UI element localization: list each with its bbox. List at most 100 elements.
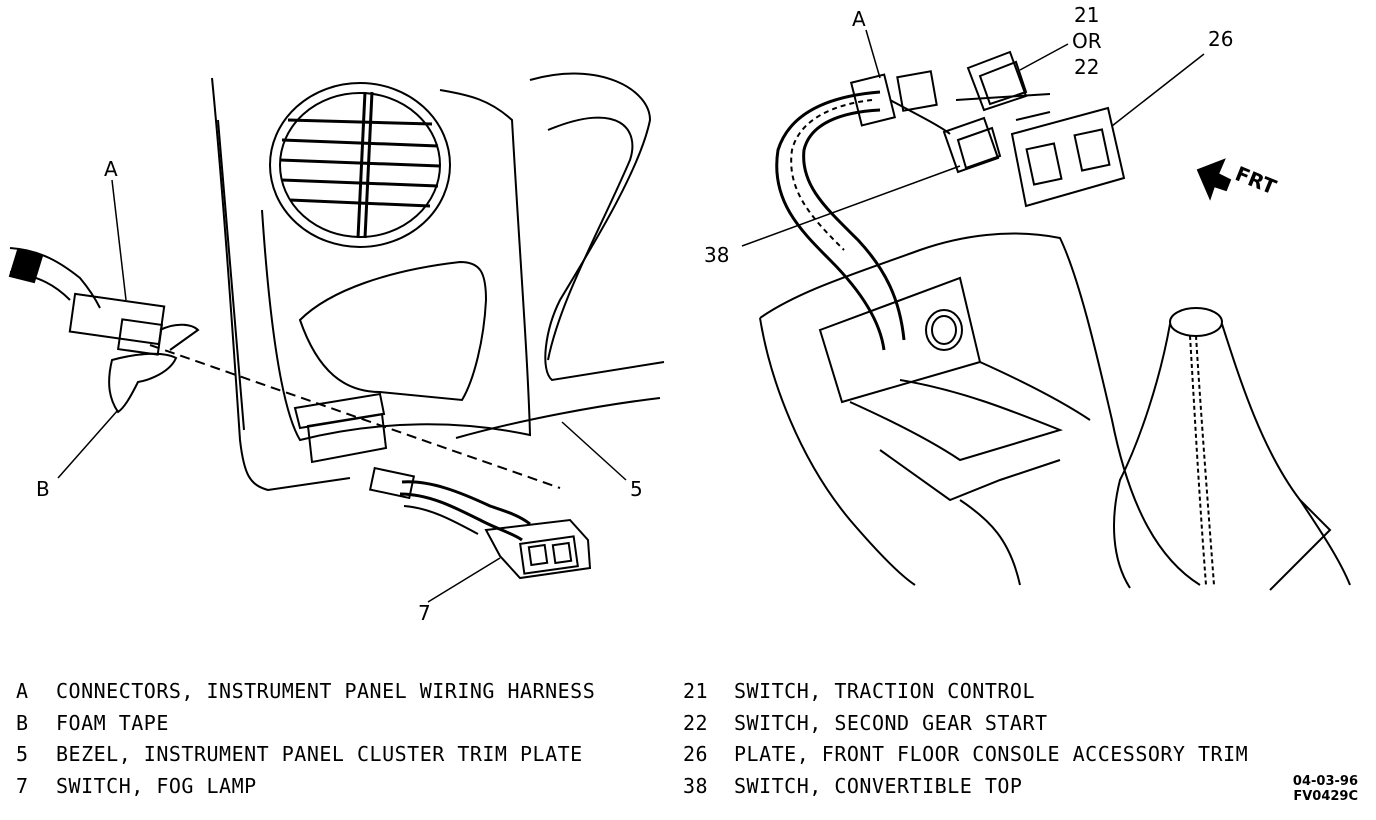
- legend-right: 21 SWITCH, TRACTION CONTROL 22 SWITCH, SEC…: [683, 676, 1248, 802]
- harness-left: [10, 248, 100, 308]
- instrument-panel-illustration: [10, 74, 664, 602]
- trim-plate-slot-2: [1075, 129, 1110, 170]
- legend-key: A: [16, 679, 29, 703]
- alignment-line-left: [150, 345, 560, 488]
- legend-key: 7: [16, 773, 29, 798]
- callout-right-or: OR: [1072, 29, 1102, 53]
- console-harness-2: [804, 110, 904, 340]
- console-top-surface: [820, 278, 980, 402]
- callout-left-a: A: [104, 157, 118, 181]
- trim-plate-tab: [1016, 112, 1050, 120]
- bezel-right-sweep: [530, 74, 664, 380]
- front-arrow-icon: [1198, 160, 1230, 198]
- legend-text: CONNECTORS, INSTRUMENT PANEL WIRING HARN…: [56, 679, 596, 703]
- legend-item: A CONNECTORS, INSTRUMENT PANEL WIRING HAR…: [16, 676, 595, 708]
- shift-boot-top: [1170, 308, 1222, 336]
- legend-text: PLATE, FRONT FLOOR CONSOLE ACCESSORY TRI…: [734, 742, 1249, 766]
- legend-item: 5 BEZEL, INSTRUMENT PANEL CLUSTER TRIM PL…: [16, 739, 595, 771]
- console-illustration: [742, 30, 1350, 590]
- figure-date: 04-03-96: [1292, 774, 1358, 789]
- leader-7-left: [428, 558, 500, 602]
- legend-text: BEZEL, INSTRUMENT PANEL CLUSTER TRIM PLA…: [56, 742, 583, 766]
- switch-21-base: [956, 94, 1050, 100]
- console-outer-curve: [760, 318, 915, 585]
- bezel-opening: [300, 262, 486, 400]
- leader-21-right: [1020, 44, 1068, 70]
- legend-text: FOAM TAPE: [56, 710, 169, 735]
- shift-boot-seam: [1196, 336, 1214, 585]
- fog-switch-wires: [402, 482, 530, 524]
- switch-opening: [295, 394, 384, 428]
- fog-switch-wires-2: [400, 494, 522, 540]
- callout-right-a: A: [852, 7, 866, 31]
- leader-a-right: [866, 30, 880, 78]
- console-tray-2: [880, 450, 1060, 500]
- legend-text: SWITCH, FOG LAMP: [56, 773, 257, 798]
- console-harness-3: [791, 100, 872, 250]
- legend-key: 22: [683, 710, 709, 735]
- switch-21-face: [980, 62, 1026, 104]
- leader-b-left: [58, 410, 118, 478]
- console-inner-line: [980, 362, 1090, 420]
- console-lower-line: [960, 500, 1020, 585]
- vent-louvers: [280, 92, 440, 238]
- console-harness: [777, 92, 884, 350]
- legend-key: B: [16, 710, 29, 735]
- callout-frt: FRT: [1232, 161, 1280, 199]
- callout-right-22: 22: [1074, 55, 1099, 79]
- console-power-outlet: [926, 310, 962, 350]
- harness-connector: [70, 294, 164, 344]
- legend-text: SWITCH, SECOND GEAR START: [734, 710, 1048, 735]
- harness-tape: [10, 250, 42, 282]
- legend-text: SWITCH, TRACTION CONTROL: [734, 679, 1035, 703]
- legend-item: 38 SWITCH, CONVERTIBLE TOP: [683, 771, 1248, 803]
- bezel-bottom-edge: [456, 398, 660, 438]
- switch-opening-front: [308, 414, 386, 462]
- console-connector-2: [897, 71, 936, 110]
- legend-text: SWITCH, CONVERTIBLE TOP: [734, 773, 1023, 798]
- legend-item: B FOAM TAPE: [16, 708, 595, 740]
- callout-right-26: 26: [1208, 27, 1233, 51]
- console-tray: [850, 380, 1060, 460]
- foam-tape-strip: [160, 325, 198, 350]
- shift-boot-left: [1114, 324, 1170, 588]
- legend-left: A CONNECTORS, INSTRUMENT PANEL WIRING HAR…: [16, 676, 595, 802]
- switch-38-body: [944, 118, 998, 172]
- legend-key: 21: [683, 679, 709, 703]
- leader-26-right: [1112, 54, 1204, 126]
- fog-switch-body: [486, 520, 590, 578]
- fog-switch-wires-3: [404, 506, 478, 534]
- switch-38-face: [958, 128, 1000, 168]
- bezel-outline: [262, 90, 530, 440]
- callout-left-b: B: [36, 477, 50, 501]
- callout-left-7: 7: [418, 601, 431, 625]
- callout-right-21: 21: [1074, 3, 1099, 27]
- trim-plate-26: [1012, 108, 1124, 206]
- fog-switch-button: [529, 545, 547, 565]
- fog-switch-connector: [370, 468, 414, 498]
- legend-item: 22 SWITCH, SECOND GEAR START: [683, 708, 1248, 740]
- callout-left-5: 5: [630, 477, 643, 501]
- figure-code: 04-03-96 FV0429C: [1293, 774, 1358, 804]
- legend-item: 7 SWITCH, FOG LAMP: [16, 771, 595, 803]
- legend-key: 5: [16, 742, 29, 766]
- console-outline: [760, 234, 1200, 585]
- shift-boot-seam-2: [1190, 336, 1206, 585]
- trim-plate-slot-1: [1027, 143, 1062, 184]
- console-connector-1: [851, 75, 895, 126]
- console-power-outlet-inner: [932, 316, 956, 344]
- leader-5-left: [562, 422, 626, 480]
- callout-right-38: 38: [704, 243, 729, 267]
- legend-item: 26 PLATE, FRONT FLOOR CONSOLE ACCESSORY T…: [683, 739, 1248, 771]
- legend-key: 38: [683, 773, 709, 798]
- shift-boot-right: [1222, 324, 1350, 585]
- panel-left-edge: [212, 78, 350, 490]
- bezel-right-sweep-2: [548, 118, 632, 360]
- legend-key: 26: [683, 742, 709, 766]
- fog-switch-face: [520, 536, 578, 573]
- exploded-view-diagram: A B 5 7 A 21 OR 22 26 38 FRT: [0, 3, 1376, 625]
- harness-connector-face: [118, 319, 162, 354]
- figure-id: FV0429C: [1293, 789, 1358, 804]
- panel-left-edge-inner: [218, 120, 244, 430]
- foam-tape: [109, 354, 176, 412]
